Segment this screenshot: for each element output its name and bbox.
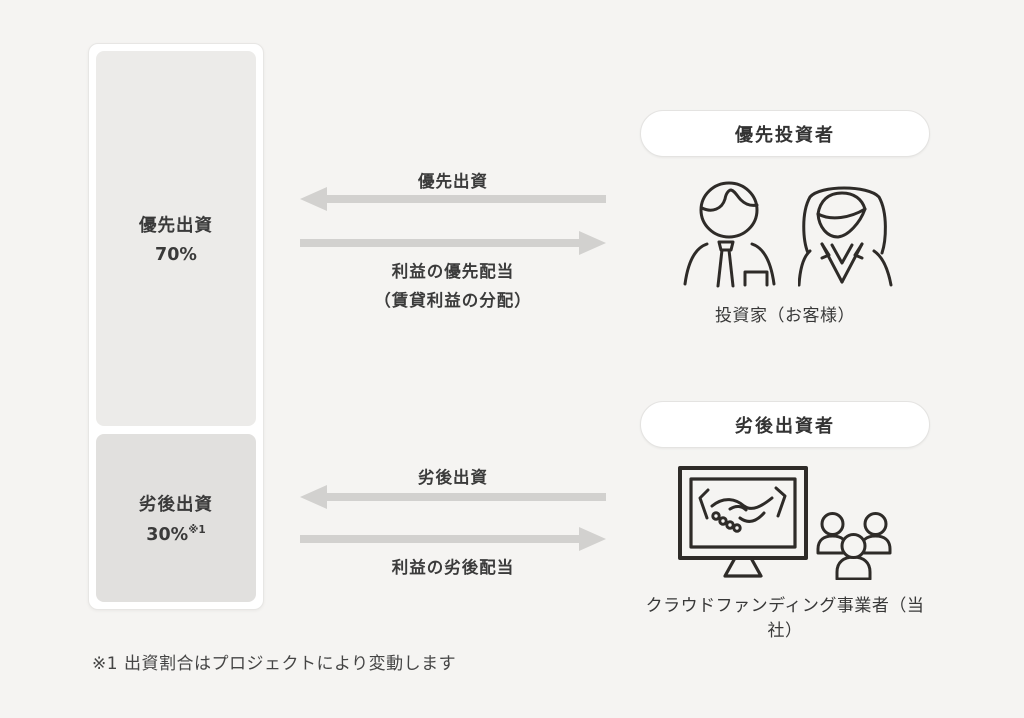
junior-tranche-percent: 30% bbox=[146, 524, 189, 545]
junior-tranche-box: 劣後出資 30%※1 bbox=[96, 434, 256, 602]
footnote: ※1 出資割合はプロジェクトにより変動します bbox=[92, 654, 457, 674]
senior-dividend-flow-label: 利益の優先配当 bbox=[391, 262, 515, 281]
businessman-icon bbox=[682, 180, 782, 288]
monitor-handshake-icon bbox=[678, 466, 808, 580]
senior-investment-flow-label: 優先出資 bbox=[418, 172, 488, 191]
junior-dividend-flow-label: 利益の劣後配当 bbox=[391, 558, 515, 577]
arrow-senior-dividend-right bbox=[300, 231, 606, 255]
businesswoman-icon bbox=[798, 181, 893, 288]
capital-stack-panel: 優先出資 70% 劣後出資 30%※1 bbox=[88, 43, 264, 610]
junior-investment-flow-label: 劣後出資 bbox=[418, 468, 488, 487]
junior-party-caption: クラウドファンディング事業者（当社） bbox=[645, 596, 925, 641]
junior-party-badge-label: 劣後出資者 bbox=[735, 415, 835, 437]
people-group-icon bbox=[815, 506, 893, 580]
arrow-senior-investment-left bbox=[300, 187, 606, 211]
senior-party-badge-label: 優先投資者 bbox=[735, 124, 835, 146]
senior-tranche-box: 優先出資 70% bbox=[96, 51, 256, 426]
arrow-junior-dividend-right bbox=[300, 527, 606, 551]
senior-party-caption: 投資家（お客様） bbox=[715, 306, 855, 326]
senior-tranche-value: 70% bbox=[155, 245, 197, 265]
senior-party-badge: 優先投資者 bbox=[640, 110, 930, 157]
junior-party-badge: 劣後出資者 bbox=[640, 401, 930, 448]
senior-tranche-label: 優先出資 bbox=[139, 216, 213, 236]
junior-tranche-value: 30%※1 bbox=[146, 524, 205, 545]
junior-tranche-label: 劣後出資 bbox=[139, 495, 213, 516]
junior-note-marker: ※1 bbox=[188, 524, 206, 537]
senior-dividend-flow-sublabel: （賃貸利益の分配） bbox=[374, 291, 532, 310]
arrow-junior-investment-left bbox=[300, 485, 606, 509]
